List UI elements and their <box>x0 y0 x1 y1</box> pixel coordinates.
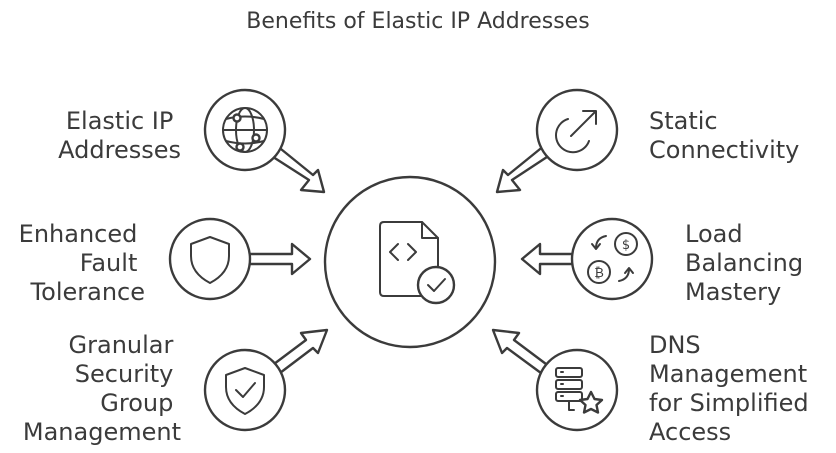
benefit-security-group-label: Granular Security Group Management <box>23 331 181 446</box>
svg-text:₿: ₿ <box>594 266 604 281</box>
benefit-dns-management-label: DNS Management for Simplified Access <box>649 331 816 446</box>
benefit-security-group-label-line: Management <box>23 418 181 446</box>
external-link-arrow-icon <box>555 110 597 154</box>
benefit-elastic-ip-label: Elastic IP Addresses <box>58 107 181 164</box>
benefit-fault-tolerance-label-line: Fault <box>80 249 138 277</box>
server-star-icon <box>555 367 604 414</box>
benefit-dns-management-label-line: Access <box>649 418 731 446</box>
globe-network-icon <box>222 107 268 153</box>
benefit-static-connectivity-label-line: Static <box>649 107 718 135</box>
benefit-load-balancing-label: Load Balancing Mastery <box>685 220 811 306</box>
diagram-title: Benefits of Elastic IP Addresses <box>246 9 589 34</box>
benefit-load-balancing: $ ₿ Load Balancing Mastery <box>520 217 811 306</box>
shield-check-icon <box>225 367 265 415</box>
benefit-fault-tolerance-label-line: Tolerance <box>30 278 145 306</box>
benefit-static-connectivity: Static Connectivity <box>495 88 799 194</box>
benefit-dns-management-label-line: DNS <box>649 331 701 359</box>
benefit-static-connectivity-label-line: Connectivity <box>649 136 799 164</box>
central-hub <box>323 175 497 349</box>
currency-exchange-icon: $ ₿ <box>587 232 638 284</box>
shield-icon <box>190 236 230 284</box>
benefit-load-balancing-label-line: Load <box>685 220 743 248</box>
svg-text:$: $ <box>622 238 630 253</box>
benefit-fault-tolerance-label: Enhanced Fault Tolerance <box>19 220 145 306</box>
benefit-elastic-ip-label-line: Addresses <box>58 136 181 164</box>
benefit-fault-tolerance-label-line: Enhanced <box>19 220 138 248</box>
code-document-check-icon <box>379 221 456 305</box>
benefit-security-group-label-line: Security <box>75 360 174 388</box>
benefit-load-balancing-label-line: Balancing <box>685 249 803 277</box>
benefit-elastic-ip: Elastic IP Addresses <box>58 88 326 194</box>
benefit-security-group-label-line: Group <box>100 389 173 417</box>
benefit-dns-management-label-line: for Simplified <box>649 389 809 417</box>
benefit-static-connectivity-label: Static Connectivity <box>649 107 799 164</box>
benefit-dns-management: DNS Management for Simplified Access <box>491 328 816 446</box>
benefit-elastic-ip-label-line: Elastic IP <box>66 107 174 135</box>
benefit-load-balancing-label-line: Mastery <box>685 278 781 306</box>
benefit-security-group: Granular Security Group Management <box>23 328 329 446</box>
benefit-dns-management-label-line: Management <box>649 360 807 388</box>
benefit-security-group-label-line: Granular <box>69 331 174 359</box>
benefit-fault-tolerance: Enhanced Fault Tolerance <box>19 217 312 306</box>
